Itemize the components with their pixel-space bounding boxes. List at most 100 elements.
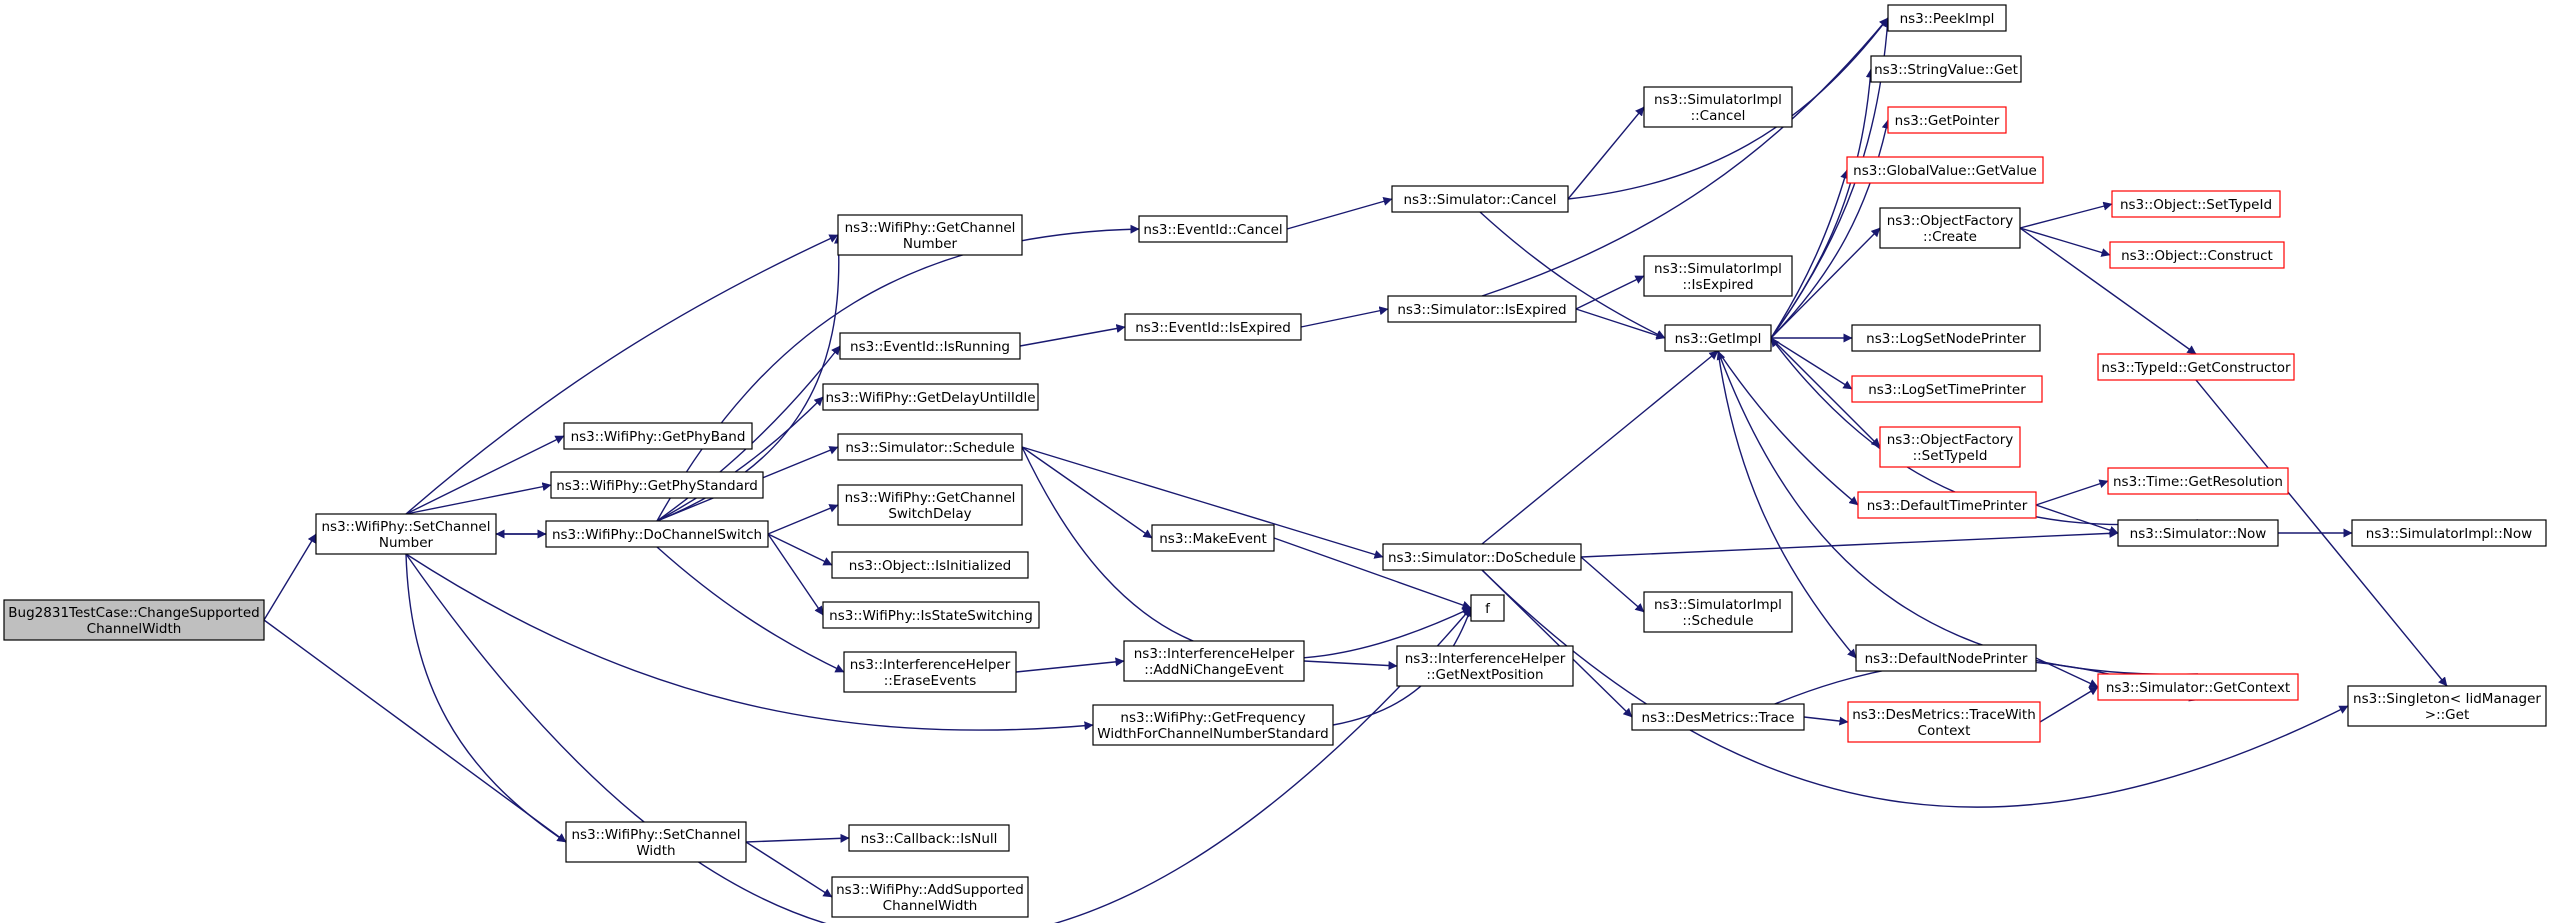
node-eventIdIsExpired[interactable]: ns3::EventId::IsExpired — [1124, 313, 1302, 341]
node-eraseEvents[interactable]: ns3::InterferenceHelper::EraseEvents — [843, 651, 1017, 693]
node-objSetTypeId[interactable]: ns3::Object::SetTypeId — [2111, 190, 2281, 218]
node-label-setChannelNumber-line-1: Number — [379, 535, 434, 551]
node-simDoSchedule[interactable]: ns3::Simulator::DoSchedule — [1382, 543, 1582, 571]
node-objConstruct[interactable]: ns3::Object::Construct — [2109, 241, 2285, 269]
node-getFreqWidth[interactable]: ns3::WifiPhy::GetFrequencyWidthForChanne… — [1092, 704, 1334, 746]
node-simImplSchedule[interactable]: ns3::SimulatorImpl::Schedule — [1643, 591, 1793, 633]
node-box-addSupportedWidth — [831, 876, 1029, 918]
edge-simDoSchedule-to-simImplSchedule — [1580, 556, 1645, 613]
edge-doChannelSwitch-to-eraseEvents — [656, 546, 845, 673]
node-logSetNodePrinter[interactable]: ns3::LogSetNodePrinter — [1851, 324, 2041, 352]
node-box-eventIdIsExpired — [1124, 313, 1302, 341]
node-makeEvent[interactable]: ns3::MakeEvent — [1151, 524, 1275, 552]
edge-eventIdIsRunning-to-eventIdIsExpired — [1019, 324, 1126, 347]
node-getDelayUntilIdle[interactable]: ns3::WifiPhy::GetDelayUntilIdle — [822, 383, 1039, 411]
node-stringValueGet[interactable]: ns3::StringValue::Get — [1870, 55, 2022, 83]
node-timeGetResolution[interactable]: ns3::Time::GetResolution — [2107, 467, 2289, 495]
node-box-simImplIsExpired — [1643, 255, 1793, 297]
node-label-getChannelSwitchDelay-line-1: SwitchDelay — [888, 506, 971, 522]
node-label-root-line-1: ChannelWidth — [87, 621, 182, 637]
node-label-simSchedule-line-0: ns3::Simulator::Schedule — [845, 440, 1014, 456]
node-getNextPosition[interactable]: ns3::InterferenceHelper::GetNextPosition — [1396, 645, 1574, 687]
node-label-addNiChangeEvent-line-0: ns3::InterferenceHelper — [1134, 646, 1295, 662]
node-doChannelSwitch[interactable]: ns3::WifiPhy::DoChannelSwitch — [545, 520, 769, 548]
node-label-simImplIsExpired-line-0: ns3::SimulatorImpl — [1654, 261, 1782, 277]
node-simCancel[interactable]: ns3::Simulator::Cancel — [1391, 185, 1569, 213]
node-label-simImplNow-line-0: ns3::SimulatorImpl::Now — [2366, 526, 2532, 542]
edge-getImpl-to-globalValueGet — [1770, 169, 1849, 339]
edge-eventIdIsExpired-to-simIsExpired — [1300, 306, 1389, 328]
node-label-isStateSwitching-line-0: ns3::WifiPhy::IsStateSwitching — [829, 608, 1033, 624]
node-label-globalValueGet-line-0: ns3::GlobalValue::GetValue — [1853, 163, 2037, 179]
node-f[interactable]: f — [1470, 594, 1505, 622]
node-box-callbackIsNull — [848, 824, 1010, 852]
node-label-defaultNodePrinter-line-0: ns3::DefaultNodePrinter — [1865, 651, 2028, 667]
node-label-objFactoryCreate-line-1: ::Create — [1923, 229, 1977, 245]
node-label-desTraceWithContext-line-1: Context — [1918, 723, 1971, 739]
node-isStateSwitching[interactable]: ns3::WifiPhy::IsStateSwitching — [822, 601, 1040, 629]
edge-doChannelSwitch-to-getDelayUntilIdle — [656, 396, 824, 522]
node-simNow[interactable]: ns3::Simulator::Now — [2117, 519, 2279, 547]
node-simGetContext[interactable]: ns3::Simulator::GetContext — [2097, 673, 2299, 701]
node-box-eventIdIsRunning — [839, 332, 1021, 360]
node-label-simNow-line-0: ns3::Simulator::Now — [2130, 526, 2267, 542]
node-objIsInitialized[interactable]: ns3::Object::IsInitialized — [831, 551, 1029, 579]
node-singletonGet[interactable]: ns3::Singleton< IidManager>::Get — [2347, 685, 2547, 727]
node-peekImpl[interactable]: ns3::PeekImpl — [1887, 4, 2007, 32]
edge-setChannelNumber-to-getChannelNumber — [405, 234, 839, 515]
node-label-objFactorySetTypeId-line-1: ::SetTypeId — [1913, 448, 1988, 464]
node-objFactorySetTypeId[interactable]: ns3::ObjectFactory::SetTypeId — [1879, 426, 2021, 468]
node-getPhyBand[interactable]: ns3::WifiPhy::GetPhyBand — [563, 422, 753, 450]
edge-setChannelNumber-to-setChannelWidth — [405, 553, 567, 843]
edge-simDoSchedule-to-singletonGet — [1481, 569, 2349, 808]
node-box-simSchedule — [837, 433, 1023, 461]
node-box-getDelayUntilIdle — [822, 383, 1039, 411]
node-globalValueGet[interactable]: ns3::GlobalValue::GetValue — [1846, 156, 2044, 184]
node-desTrace[interactable]: ns3::DesMetrics::Trace — [1631, 703, 1805, 731]
node-logSetTimePrinter[interactable]: ns3::LogSetTimePrinter — [1851, 375, 2043, 403]
node-getPointer[interactable]: ns3::GetPointer — [1887, 106, 2007, 134]
node-eventIdIsRunning[interactable]: ns3::EventId::IsRunning — [839, 332, 1021, 360]
node-simIsExpired[interactable]: ns3::Simulator::IsExpired — [1387, 295, 1577, 323]
node-box-peekImpl — [1887, 4, 2007, 32]
node-box-globalValueGet — [1846, 156, 2044, 184]
node-label-objFactorySetTypeId-line-0: ns3::ObjectFactory — [1887, 432, 2014, 448]
node-callbackIsNull[interactable]: ns3::Callback::IsNull — [848, 824, 1010, 852]
edge-makeEvent-to-f — [1273, 537, 1472, 610]
node-label-setChannelWidth-line-1: Width — [636, 843, 675, 859]
node-label-eraseEvents-line-0: ns3::InterferenceHelper — [850, 657, 1011, 673]
node-label-getNextPosition-line-1: ::GetNextPosition — [1426, 667, 1543, 683]
edge-doChannelSwitch-to-eventIdIsRunning — [656, 345, 841, 522]
node-simImplNow[interactable]: ns3::SimulatorImpl::Now — [2351, 519, 2547, 547]
node-getImpl[interactable]: ns3::GetImpl — [1664, 324, 1772, 352]
node-eventIdCancel[interactable]: ns3::EventId::Cancel — [1138, 215, 1288, 243]
edge-doChannelSwitch-to-isStateSwitching — [767, 533, 824, 616]
node-root[interactable]: Bug2831TestCase::ChangeSupportedChannelW… — [3, 599, 265, 641]
node-label-simImplSchedule-line-0: ns3::SimulatorImpl — [1654, 597, 1782, 613]
edge-root-to-setChannelNumber — [263, 533, 317, 621]
node-box-setChannelNumber — [315, 513, 497, 555]
node-objFactoryCreate[interactable]: ns3::ObjectFactory::Create — [1879, 207, 2021, 249]
node-box-logSetTimePrinter — [1851, 375, 2043, 403]
node-simSchedule[interactable]: ns3::Simulator::Schedule — [837, 433, 1023, 461]
node-defaultTimePrinter[interactable]: ns3::DefaultTimePrinter — [1857, 491, 2037, 519]
node-addNiChangeEvent[interactable]: ns3::InterferenceHelper::AddNiChangeEven… — [1123, 640, 1305, 682]
node-label-addSupportedWidth-line-0: ns3::WifiPhy::AddSupported — [836, 882, 1024, 898]
node-getPhyStandard[interactable]: ns3::WifiPhy::GetPhyStandard — [550, 471, 764, 499]
node-label-getPhyBand-line-0: ns3::WifiPhy::GetPhyBand — [571, 429, 746, 445]
edge-simSchedule-to-simDoSchedule — [1021, 446, 1384, 559]
node-box-desTrace — [1631, 703, 1805, 731]
node-simImplCancel[interactable]: ns3::SimulatorImpl::Cancel — [1643, 86, 1793, 128]
edge-getImpl-to-defaultTimePrinter — [1717, 350, 1859, 506]
node-label-objSetTypeId-line-0: ns3::Object::SetTypeId — [2120, 197, 2272, 213]
node-typeIdGetConstructor[interactable]: ns3::TypeId::GetConstructor — [2097, 353, 2295, 381]
node-simImplIsExpired[interactable]: ns3::SimulatorImpl::IsExpired — [1643, 255, 1793, 297]
node-defaultNodePrinter[interactable]: ns3::DefaultNodePrinter — [1855, 644, 2037, 672]
node-label-setChannelNumber-line-0: ns3::WifiPhy::SetChannel — [322, 519, 491, 535]
